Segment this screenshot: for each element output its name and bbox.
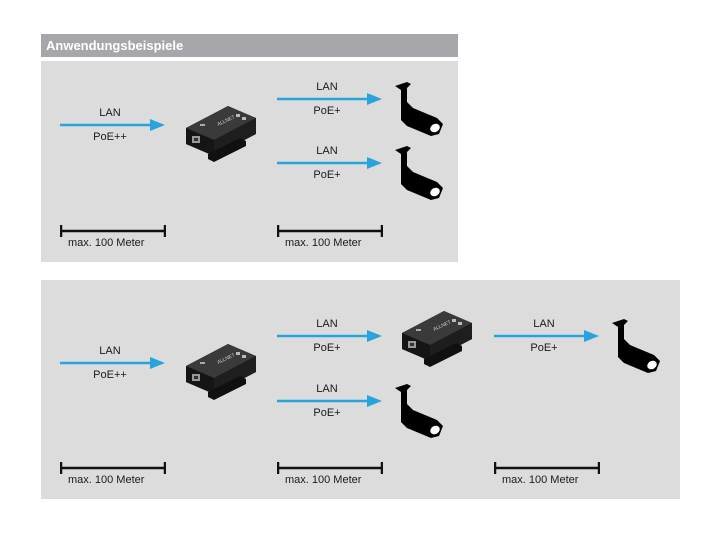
camera-icon xyxy=(393,382,445,438)
arrow-right-icon xyxy=(60,357,165,369)
camera-icon xyxy=(393,144,445,200)
distance-label: max. 100 Meter xyxy=(285,237,362,249)
camera-icon xyxy=(610,317,662,373)
scale-bar-icon xyxy=(60,225,166,237)
distance-scale: max. 100 Meter xyxy=(60,225,170,251)
input-link-1: LAN PoE++ xyxy=(60,107,170,147)
input-link-2: LAN PoE++ xyxy=(60,345,170,385)
arrow-right-icon xyxy=(277,330,382,342)
link-label-top: LAN xyxy=(316,81,338,93)
section-header: Anwendungsbeispiele xyxy=(41,34,458,57)
link-label-bottom: PoE+ xyxy=(313,342,341,354)
poe-extender-icon xyxy=(396,303,476,373)
link-label-top: LAN xyxy=(316,145,338,157)
link-label-bottom: PoE++ xyxy=(93,369,127,381)
arrow-right-icon xyxy=(60,119,165,131)
output-link-2b: LAN PoE+ xyxy=(277,383,387,423)
scale-bar-icon xyxy=(494,462,600,474)
camera-icon xyxy=(393,80,445,136)
arrow-right-icon xyxy=(277,93,382,105)
output-link-2a: LAN PoE+ xyxy=(277,318,387,358)
link-label-top: LAN xyxy=(533,318,555,330)
example-panel-2 xyxy=(41,280,680,499)
distance-label: max. 100 Meter xyxy=(68,237,145,249)
distance-scale: max. 100 Meter xyxy=(494,462,604,488)
output-link-1a: LAN PoE+ xyxy=(277,81,387,121)
scale-bar-icon xyxy=(60,462,166,474)
link-label-bottom: PoE+ xyxy=(530,342,558,354)
poe-extender-icon xyxy=(180,98,260,168)
link-label-top: LAN xyxy=(99,345,121,357)
link-label-bottom: PoE+ xyxy=(313,105,341,117)
distance-label: max. 100 Meter xyxy=(502,474,579,486)
scale-bar-icon xyxy=(277,225,383,237)
distance-label: max. 100 Meter xyxy=(68,474,145,486)
distance-scale: max. 100 Meter xyxy=(277,225,387,251)
link-label-bottom: PoE+ xyxy=(313,169,341,181)
example-panel-1 xyxy=(41,61,458,262)
arrow-right-icon xyxy=(277,395,382,407)
arrow-right-icon xyxy=(494,330,599,342)
link-label-top: LAN xyxy=(316,383,338,395)
arrow-right-icon xyxy=(277,157,382,169)
cascade-link: LAN PoE+ xyxy=(494,318,604,358)
link-label-bottom: PoE++ xyxy=(93,131,127,143)
link-label-top: LAN xyxy=(316,318,338,330)
distance-scale: max. 100 Meter xyxy=(277,462,387,488)
scale-bar-icon xyxy=(277,462,383,474)
output-link-1b: LAN PoE+ xyxy=(277,145,387,185)
link-label-top: LAN xyxy=(99,107,121,119)
link-label-bottom: PoE+ xyxy=(313,407,341,419)
distance-label: max. 100 Meter xyxy=(285,474,362,486)
poe-extender-icon xyxy=(180,336,260,406)
section-title: Anwendungsbeispiele xyxy=(46,38,184,53)
distance-scale: max. 100 Meter xyxy=(60,462,170,488)
